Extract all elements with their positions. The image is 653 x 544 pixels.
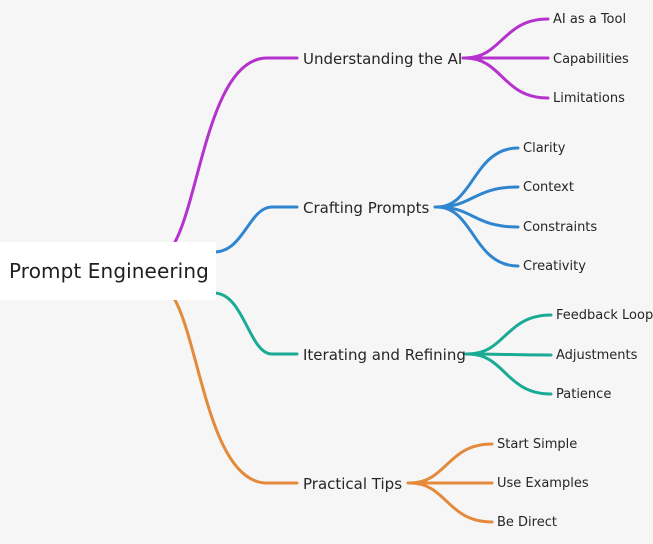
leaf-node-constraints[interactable]: Constraints <box>523 220 598 235</box>
leaf-node-start-simple[interactable]: Start Simple <box>497 437 578 452</box>
leaf-node-be-direct[interactable]: Be Direct <box>497 515 557 530</box>
leaf-node-patience[interactable]: Patience <box>556 387 612 402</box>
root-node-label: Prompt Engineering <box>9 259 209 283</box>
connector-branch-2-to-leaf-1 <box>435 146 520 209</box>
connector-branch-1-to-leaf-1 <box>463 17 550 60</box>
leaf-node-limitations[interactable]: Limitations <box>553 91 625 106</box>
connector-root-to-branch-3 <box>212 291 299 356</box>
connector-root-to-branch-1 <box>173 56 299 244</box>
leaf-node-creativity[interactable]: Creativity <box>523 259 586 274</box>
connector-branch-3-to-leaf-1 <box>466 313 553 356</box>
connector-branch-1-to-leaf-3 <box>463 56 550 100</box>
connector-branch-3-to-leaf-3 <box>466 352 553 396</box>
connector-branch-4-to-leaf-1 <box>408 442 494 485</box>
leaf-node-adjustments[interactable]: Adjustments <box>556 348 638 363</box>
leaf-node-clarity[interactable]: Clarity <box>523 141 566 156</box>
connector-branch-4-to-leaf-3 <box>408 481 494 524</box>
branch-node-understanding-the-ai[interactable]: Understanding the AI <box>303 50 463 68</box>
leaf-node-capabilities[interactable]: Capabilities <box>553 52 629 67</box>
leaf-node-ai-as-a-tool[interactable]: AI as a Tool <box>553 12 627 27</box>
connector-branch-2-to-leaf-4 <box>435 205 520 268</box>
branch-node-iterating-and-refining[interactable]: Iterating and Refining <box>303 346 466 364</box>
leaf-node-feedback-loop[interactable]: Feedback Loop <box>556 308 653 323</box>
leaf-node-context[interactable]: Context <box>523 180 574 195</box>
root-node[interactable]: Prompt Engineering <box>0 242 216 300</box>
branch-node-crafting-prompts[interactable]: Crafting Prompts <box>303 199 430 217</box>
branch-node-practical-tips[interactable]: Practical Tips <box>303 475 403 493</box>
connector-root-to-branch-2 <box>212 205 299 254</box>
leaf-node-use-examples[interactable]: Use Examples <box>497 476 589 491</box>
connector-root-to-branch-4 <box>173 298 299 485</box>
